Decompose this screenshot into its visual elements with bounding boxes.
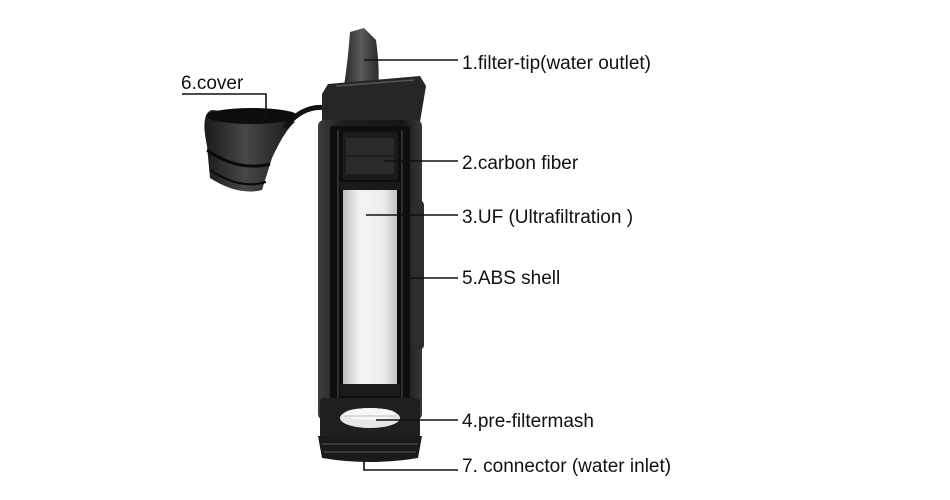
label-cover: 6.cover [181,73,244,94]
label-carbon-fiber: 2.carbon fiber [462,153,579,174]
filter-tip-part [322,28,426,122]
carbon-fiber-part [342,132,398,180]
connector-part [318,436,422,462]
leader-lines [182,59,458,471]
uf-membrane-part [340,182,400,396]
leader-line-cover [182,93,267,120]
pre-filter-mesh-part [320,398,420,438]
label-pre-filter: 4.pre-filtermash [462,411,594,432]
label-uf: 3.UF (Ultrafiltration ) [462,207,634,228]
label-abs-shell: 5.ABS shell [462,268,561,289]
label-connector: 7. connector (water inlet) [462,456,672,477]
leader-line-connector [363,460,458,471]
cover-part [204,104,331,192]
label-filter-tip: 1.filter-tip(water outlet) [462,53,652,74]
